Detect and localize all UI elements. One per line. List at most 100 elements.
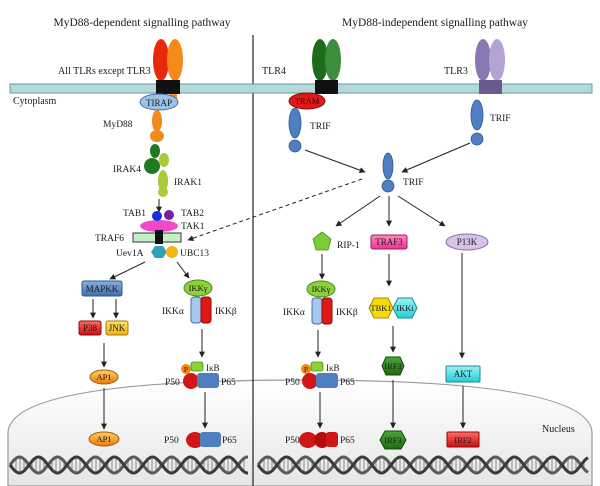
p65-right-nucleus-label: P65 — [340, 436, 355, 446]
p65-left-nucleus-protein — [200, 432, 221, 447]
tak1-protein — [140, 220, 178, 232]
ikki-label: IKKi — [396, 303, 414, 313]
myd88-label: MyD88 — [103, 120, 133, 130]
p50-left-nucleus-protein — [186, 432, 204, 448]
trif-tlr4-label: TRIF — [310, 122, 331, 132]
irf3-nucleus-protein — [379, 430, 407, 450]
ap1-protein — [89, 369, 119, 385]
p50-right-nucleus-label: P50 — [285, 436, 300, 446]
ikkb-right-protein — [321, 297, 333, 325]
phospho-left-label: P — [184, 365, 188, 374]
ap1-label: AP1 — [96, 372, 111, 382]
irak4-protein-icon — [144, 144, 160, 174]
p50-left-protein — [183, 373, 199, 389]
trif-tlr3-label: TRIF — [490, 114, 511, 124]
dna-helix-right-icon — [256, 455, 589, 475]
p13k-protein — [445, 233, 489, 251]
ikb-right-protein — [310, 361, 324, 372]
ikkg-right-label: IKKγ — [312, 284, 331, 294]
tlr3-receptor-icon — [475, 39, 505, 94]
ikki-protein — [392, 297, 418, 319]
header-myd88-independent: MyD88-independent signalling pathway — [342, 17, 528, 29]
p65-left-protein — [197, 373, 219, 388]
ubc13-protein — [166, 246, 178, 258]
ikb-left-protein — [190, 361, 204, 372]
tab1-label: TAB1 — [123, 209, 146, 219]
ikka-left-protein — [190, 296, 202, 324]
irf2-nucleus-protein — [446, 431, 480, 448]
trif-center-label: TRIF — [403, 178, 424, 188]
tlr4-label: TLR4 — [262, 66, 286, 77]
irak1-label: IRAK1 — [174, 178, 202, 188]
traf3-label: TRAF3 — [375, 237, 403, 247]
p65-left-nucleus-label: P65 — [222, 436, 237, 446]
rip1-protein — [312, 231, 332, 251]
plasma-membrane — [9, 83, 593, 94]
ikkb-left-protein — [200, 296, 212, 324]
trif-center-protein-icon — [381, 152, 395, 193]
ikkb-right-label: IKKβ — [336, 308, 358, 318]
tlr3-label: TLR3 — [444, 66, 468, 77]
arrow-tak1-to-ikk — [176, 261, 190, 279]
p13k-label: P13K — [457, 237, 478, 247]
p50-left-label: P50 — [165, 378, 180, 388]
tak1-label: TAK1 — [181, 222, 205, 232]
p65-right-label: P65 — [340, 378, 355, 388]
p38-label: P38 — [83, 323, 98, 333]
irf2-nucleus-label: IRF2 — [454, 435, 471, 445]
irak4-label: IRAK4 — [113, 165, 141, 175]
ikka-left-label: IKKα — [162, 307, 184, 317]
arrow-tak1-to-mapkk — [109, 261, 146, 280]
all-tlrs-label: All TLRs except TLR3 — [58, 66, 151, 77]
p50-right-label: P50 — [285, 378, 300, 388]
tab1-protein — [152, 211, 162, 221]
cytoplasm-label: Cytoplasm — [13, 96, 57, 107]
ikkg-right-protein — [306, 280, 336, 298]
p50-right-nucleus-protein — [299, 432, 317, 448]
p50-left-nucleus-label: P50 — [164, 436, 179, 446]
ikkb-left-label: IKKβ — [215, 307, 237, 317]
traf3-protein — [370, 234, 408, 250]
arrow-tlr4-trif-to-trif — [304, 149, 366, 173]
nucleus-label: Nucleus — [542, 424, 575, 435]
ikkg-left-protein — [183, 279, 213, 297]
irf3-nucleus-label: IRF3 — [384, 435, 401, 445]
traf6-core — [155, 230, 163, 244]
ap1-nucleus-label: AP1 — [96, 434, 111, 444]
jnk-label: JNK — [109, 323, 126, 333]
phospho-left-icon — [181, 364, 191, 374]
irf3-protein — [381, 356, 405, 376]
ikb-right-label: IκB — [326, 363, 340, 373]
myd88-protein-icon — [150, 110, 164, 142]
trif-tlr4-protein-icon — [288, 107, 302, 153]
rip1-label: RIP-1 — [337, 241, 360, 251]
phospho-right-label: P — [304, 365, 308, 374]
tlr-receptor-icon — [153, 39, 183, 99]
p38-protein — [78, 320, 102, 336]
tirap-protein — [139, 93, 179, 111]
traf6-label: TRAF6 — [95, 234, 124, 244]
ap1-nucleus-protein — [88, 431, 120, 447]
akt-protein — [445, 365, 481, 383]
p65-right-protein — [316, 373, 338, 388]
ikkg-left-label: IKKγ — [189, 283, 208, 293]
ikka-right-protein — [311, 297, 323, 325]
jnk-protein — [105, 320, 129, 336]
tlr4-receptor-icon — [312, 39, 341, 94]
tab2-label: TAB2 — [181, 209, 204, 219]
p65-left-label: P65 — [221, 378, 236, 388]
trif-tlr3-protein-icon — [470, 99, 484, 146]
uev1a-label: Uev1A — [116, 249, 144, 259]
dashed-arrow-trif-to-tak1 — [187, 178, 363, 242]
ikb-left-label: IκB — [206, 363, 220, 373]
tram-label: TRAM — [295, 96, 320, 106]
tirap-label: TIRAP — [146, 98, 172, 108]
mapkk-protein — [81, 280, 123, 297]
p65-right-nucleus-protein — [326, 432, 338, 447]
header-myd88-dependent: MyD88-dependent signalling pathway — [54, 17, 231, 29]
tab2-protein — [164, 210, 174, 220]
irak1-protein-icon — [158, 153, 169, 197]
akt-label: AKT — [454, 369, 473, 379]
